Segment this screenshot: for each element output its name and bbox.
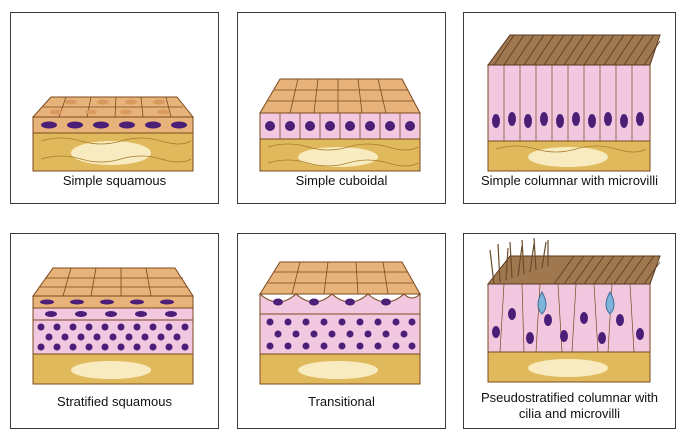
panel-pseudostratified: Pseudostratified columnar with cilia and… (463, 233, 676, 429)
simple-cuboidal-illustration (259, 78, 421, 172)
panel-label-line-2: cilia and microvilli (518, 406, 621, 421)
panel-label-line-1: Pseudostratified columnar with (480, 390, 659, 405)
pseudostratified-illustration (486, 237, 661, 383)
panel-simple-cuboidal: Simple cuboidal (237, 12, 446, 204)
panel-simple-columnar: Simple columnar with microvilli (463, 12, 676, 204)
panel-label: Transitional (308, 394, 375, 409)
panel-stratified-squamous: Stratified squamous (10, 233, 219, 429)
panel-simple-squamous: Simple squamous (10, 12, 219, 204)
panel-label: Simple columnar with microvilli (481, 173, 658, 188)
panel-label: Simple squamous (62, 173, 167, 188)
transitional-illustration (259, 261, 421, 385)
panel-transitional: Transitional (237, 233, 446, 429)
simple-columnar-illustration (487, 34, 661, 172)
panel-label: Pseudostratified columnar with cilia and… (464, 390, 675, 422)
simple-squamous-illustration (31, 96, 195, 172)
panel-label: Simple cuboidal (295, 173, 388, 188)
panel-label: Stratified squamous (57, 394, 172, 409)
stratified-squamous-illustration (32, 267, 194, 385)
